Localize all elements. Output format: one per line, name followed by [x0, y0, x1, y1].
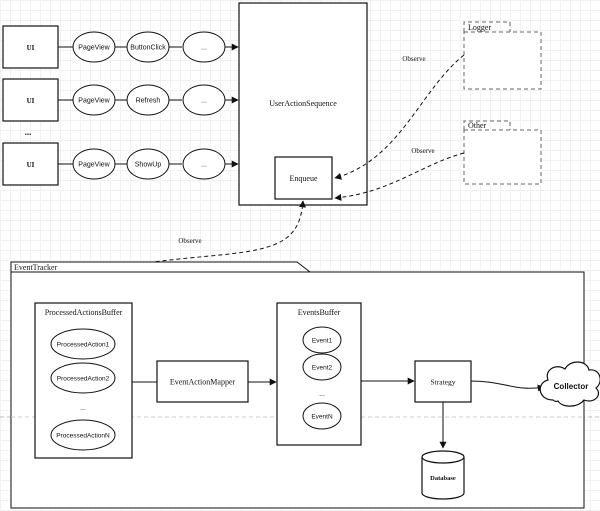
edge-strategy-collector [470, 380, 545, 392]
action-label: ShowUp [135, 162, 162, 169]
processed-action-ellipsis: ... [80, 405, 86, 412]
logger-box[interactable] [463, 31, 542, 90]
user-action-sequence-label: UserActionSequence [269, 99, 337, 108]
ui-row-2: UI PageView Refresh ... [2, 78, 239, 122]
other-box[interactable] [463, 129, 542, 185]
other-observe-label: Observe [411, 147, 434, 155]
action-label: ... [201, 162, 207, 169]
event-node[interactable] [302, 402, 342, 430]
processed-actions-buffer-title: ProcessedActionsBuffer [45, 308, 123, 317]
edge-other-observe [334, 152, 465, 201]
collector-label: Collector [554, 382, 589, 391]
events-buffer-title: EventsBuffer [298, 308, 341, 317]
other-label: Other [468, 121, 487, 130]
ui-label: UI [27, 161, 35, 169]
event-label: Event1 [312, 338, 333, 345]
processed-action-node[interactable] [50, 362, 116, 394]
action-label: ButtonClick [130, 45, 166, 52]
event-label: Event2 [312, 365, 333, 372]
ui-row-3: UI PageView ShowUp ... [2, 142, 239, 186]
processed-action-label: ProcessedAction2 [57, 376, 110, 383]
action-label: Refresh [136, 98, 161, 105]
enqueue-box[interactable] [274, 156, 333, 200]
action-label: ... [201, 45, 207, 52]
event-tracker-label: EventTracker [14, 263, 58, 272]
processed-action-label: ProcessedActionN [56, 433, 110, 440]
event-ellipsis: ... [319, 391, 325, 398]
processed-observe-label: Observe [178, 237, 201, 245]
edge-logger-observe [334, 54, 465, 180]
ui-label: UI [27, 97, 35, 105]
logger-observe-label: Observe [402, 55, 425, 63]
processed-action-node[interactable] [50, 419, 116, 451]
event-label: EventN [311, 414, 333, 421]
logger-label: Logger [468, 23, 491, 32]
event-tracker-tab [10, 261, 311, 273]
event-node[interactable] [302, 326, 342, 354]
database-node[interactable]: Database [421, 450, 465, 500]
ui-rows-ellipsis: ... [25, 127, 32, 137]
action-label: PageView [78, 162, 110, 169]
processed-action-node[interactable] [50, 328, 116, 360]
ui-box[interactable] [2, 25, 59, 69]
action-label: PageView [78, 45, 110, 52]
event-node[interactable] [302, 353, 342, 381]
action-label: ... [201, 98, 207, 105]
observer-other: Other [463, 120, 542, 185]
observer-logger: Logger [463, 21, 542, 90]
action-label: PageView [78, 98, 110, 105]
event-action-mapper-label: EventActionMapper [170, 378, 236, 387]
processed-action-label: ProcessedAction1 [57, 342, 110, 349]
enqueue-label: Enqueue [290, 174, 318, 183]
ui-label: UI [27, 44, 35, 52]
strategy-label: Strategy [431, 378, 456, 387]
ui-row-1: UI PageView ButtonClick ... [2, 25, 239, 69]
database-label: Database [430, 475, 456, 482]
